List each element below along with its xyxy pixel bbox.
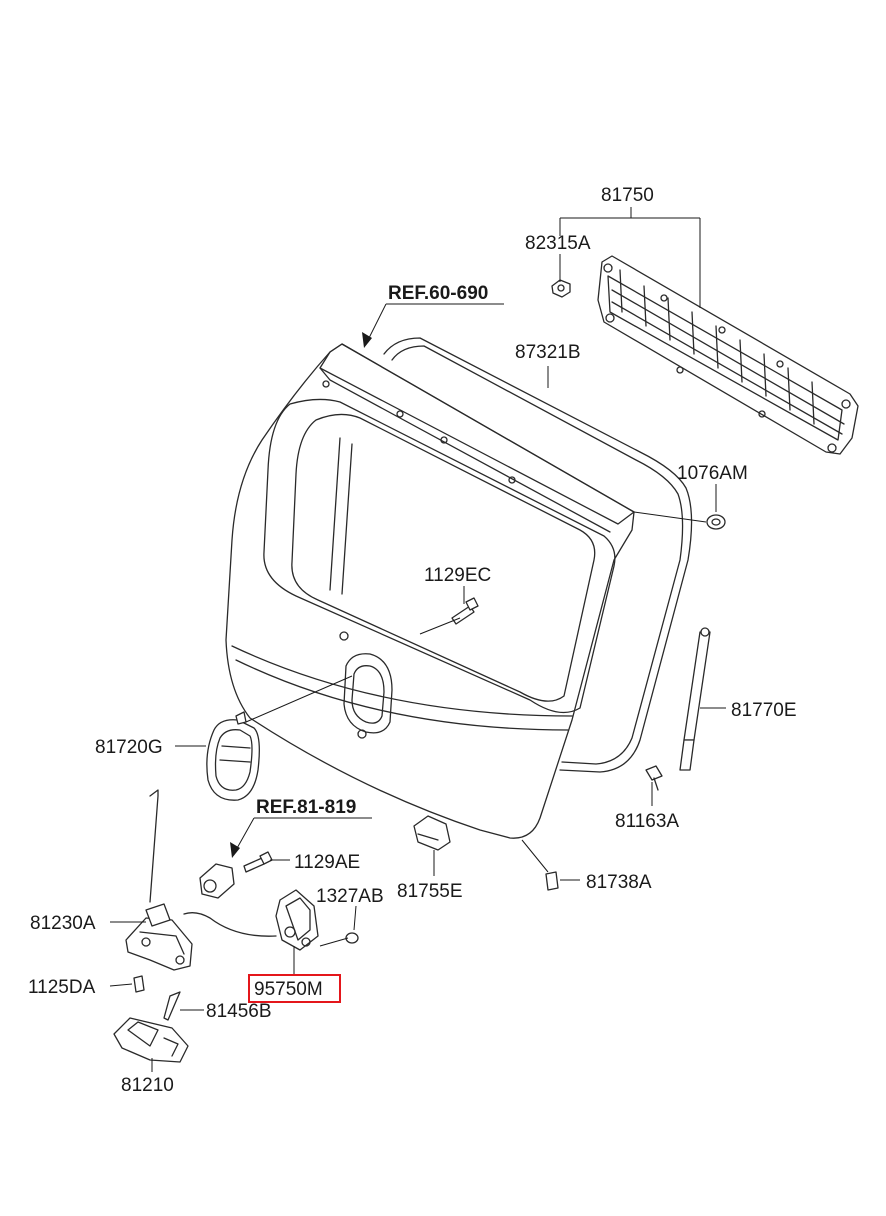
label-81738A[interactable]: 81738A [586, 872, 652, 893]
label-1125DA[interactable]: 1125DA [28, 977, 96, 998]
clip-82315A [551, 279, 571, 298]
label-82315A[interactable]: 82315A [525, 233, 591, 254]
part-labels: 81750 82315A REF.60-690 87321B 1076AM 11… [28, 185, 797, 1096]
latch-81230A [125, 789, 193, 971]
grommet-1076AM [706, 514, 726, 530]
screw-81456B [163, 991, 181, 1021]
label-81456B[interactable]: 81456B [206, 1001, 272, 1022]
handle-81720G [206, 711, 260, 801]
weatherstrip [383, 337, 693, 773]
label-1129EC[interactable]: 1129EC [424, 565, 491, 586]
stopper-81738A [545, 871, 559, 891]
label-95750M[interactable]: 95750M [254, 979, 323, 1000]
screw-1125DA [133, 975, 145, 993]
label-1076AM[interactable]: 1076AM [677, 463, 748, 484]
nut-1327AB [345, 932, 359, 944]
gas-lifter [679, 627, 711, 771]
ref-label-60-690[interactable]: REF.60-690 [388, 283, 488, 304]
striker-bracket [199, 851, 273, 899]
clip-81163A [645, 765, 663, 791]
label-81210[interactable]: 81210 [121, 1075, 174, 1096]
label-81750[interactable]: 81750 [601, 185, 654, 206]
leader-lines [109, 207, 726, 1072]
spoiler-panel [597, 255, 859, 455]
striker-81210 [113, 1017, 189, 1063]
ref-label-81-819[interactable]: REF.81-819 [256, 797, 356, 818]
lamp-81755E [413, 815, 451, 851]
highlight-box [248, 974, 341, 1003]
label-81770E[interactable]: 81770E [731, 700, 797, 721]
label-81720G[interactable]: 81720G [95, 737, 163, 758]
label-1129AE[interactable]: 1129AE [294, 852, 360, 873]
label-1327AB[interactable]: 1327AB [316, 886, 384, 907]
actuator-95750M [183, 889, 319, 951]
label-87321B[interactable]: 87321B [515, 342, 581, 363]
label-81163A[interactable]: 81163A [615, 811, 679, 832]
label-81230A[interactable]: 81230A [30, 913, 96, 934]
label-81755E[interactable]: 81755E [397, 881, 463, 902]
tailgate-panel [225, 343, 635, 839]
